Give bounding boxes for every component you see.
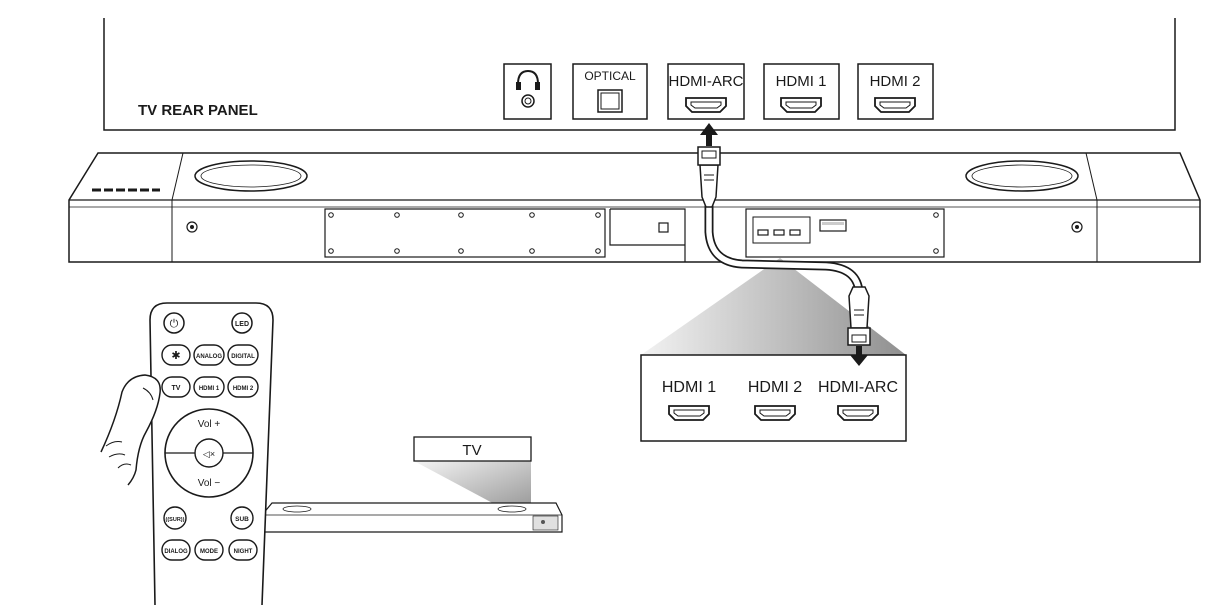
volume-up-label: Vol +: [198, 419, 221, 430]
hdmi-port-icon: [685, 97, 727, 113]
surround-button-label: ((SUR)): [166, 517, 185, 523]
tv-soundbar-scene: TV: [261, 436, 563, 533]
digital-button[interactable]: DIGITAL: [227, 344, 259, 366]
tv-rear-panel: TV REAR PANEL OPTICAL HDMI-ARC: [103, 18, 1176, 131]
arrow-down-icon: [850, 346, 868, 366]
small-soundbar: [261, 502, 563, 533]
power-button[interactable]: ⏻: [163, 312, 185, 334]
hdmi1-button[interactable]: HDMI 1: [193, 376, 225, 398]
tv-hdmi-arc-port: HDMI-ARC: [667, 63, 745, 120]
hdmi-cable: [697, 123, 871, 366]
tv-panel-title: TV REAR PANEL: [138, 102, 258, 119]
bluetooth-icon: ✱: [171, 350, 180, 362]
inset-hdmi1-label: HDMI 1: [662, 379, 716, 396]
tv-hdmi2-label: HDMI 2: [870, 73, 921, 90]
hdmi1-button-label: HDMI 1: [199, 386, 220, 392]
digital-button-label: DIGITAL: [231, 354, 255, 360]
inset-hdmi2-label: HDMI 2: [748, 379, 802, 396]
bluetooth-button[interactable]: ✱: [161, 344, 191, 366]
tv-label: TV: [462, 442, 481, 459]
optical-port-icon: [597, 89, 623, 113]
volume-down-button[interactable]: Vol −: [198, 478, 221, 489]
night-button[interactable]: NIGHT: [228, 539, 258, 561]
soundbar: [68, 152, 1201, 263]
tv-button[interactable]: TV: [161, 376, 191, 398]
mode-button[interactable]: MODE: [194, 539, 224, 561]
tv-button-label: TV: [172, 385, 181, 392]
analog-button[interactable]: ANALOG: [193, 344, 225, 366]
hdmi-port-icon: [780, 97, 822, 113]
led-button[interactable]: LED: [231, 312, 253, 334]
hdmi2-button-label: HDMI 2: [233, 386, 254, 392]
volume-up-button[interactable]: Vol +: [198, 419, 221, 430]
optical-port-label: OPTICAL: [584, 69, 636, 83]
tv-hdmi1-label: HDMI 1: [776, 73, 827, 90]
hdmi-plug-icon: [847, 286, 871, 346]
optical-port: OPTICAL: [572, 63, 648, 120]
hdmi2-button[interactable]: HDMI 2: [227, 376, 259, 398]
soundbar-port-inset: HDMI 1 HDMI 2 HDMI-ARC: [640, 258, 907, 442]
sub-button[interactable]: SUB: [230, 506, 254, 530]
hand-icon: [100, 374, 161, 486]
surround-button[interactable]: ((SUR)): [163, 506, 187, 530]
analog-button-label: ANALOG: [196, 354, 222, 360]
arrow-up-icon: [700, 123, 718, 146]
night-button-label: NIGHT: [234, 549, 253, 555]
headphone-icon: [516, 69, 540, 90]
inset-hdmi-arc-label: HDMI-ARC: [818, 379, 898, 396]
tv-hdmi1-port: HDMI 1: [763, 63, 840, 120]
mode-button-label: MODE: [200, 549, 218, 555]
dialog-button[interactable]: DIALOG: [161, 539, 191, 561]
tv-hdmi-arc-label: HDMI-ARC: [669, 73, 744, 90]
headphone-port: [503, 63, 552, 120]
volume-down-label: Vol −: [198, 478, 221, 489]
mute-button[interactable]: ◁×: [194, 438, 224, 468]
remote-control: ⏻ LED ✱ ANALOG DIGITAL TV HDMI 1 HDMI: [100, 302, 274, 606]
led-button-label: LED: [235, 321, 249, 328]
dialog-button-label: DIALOG: [164, 549, 188, 555]
tv-hdmi2-port: HDMI 2: [857, 63, 934, 120]
power-icon: ⏻: [170, 318, 179, 330]
hdmi-plug-icon: [697, 146, 721, 208]
mute-icon: ◁×: [203, 449, 215, 459]
hdmi-port-icon: [874, 97, 916, 113]
sub-button-label: SUB: [235, 516, 249, 523]
